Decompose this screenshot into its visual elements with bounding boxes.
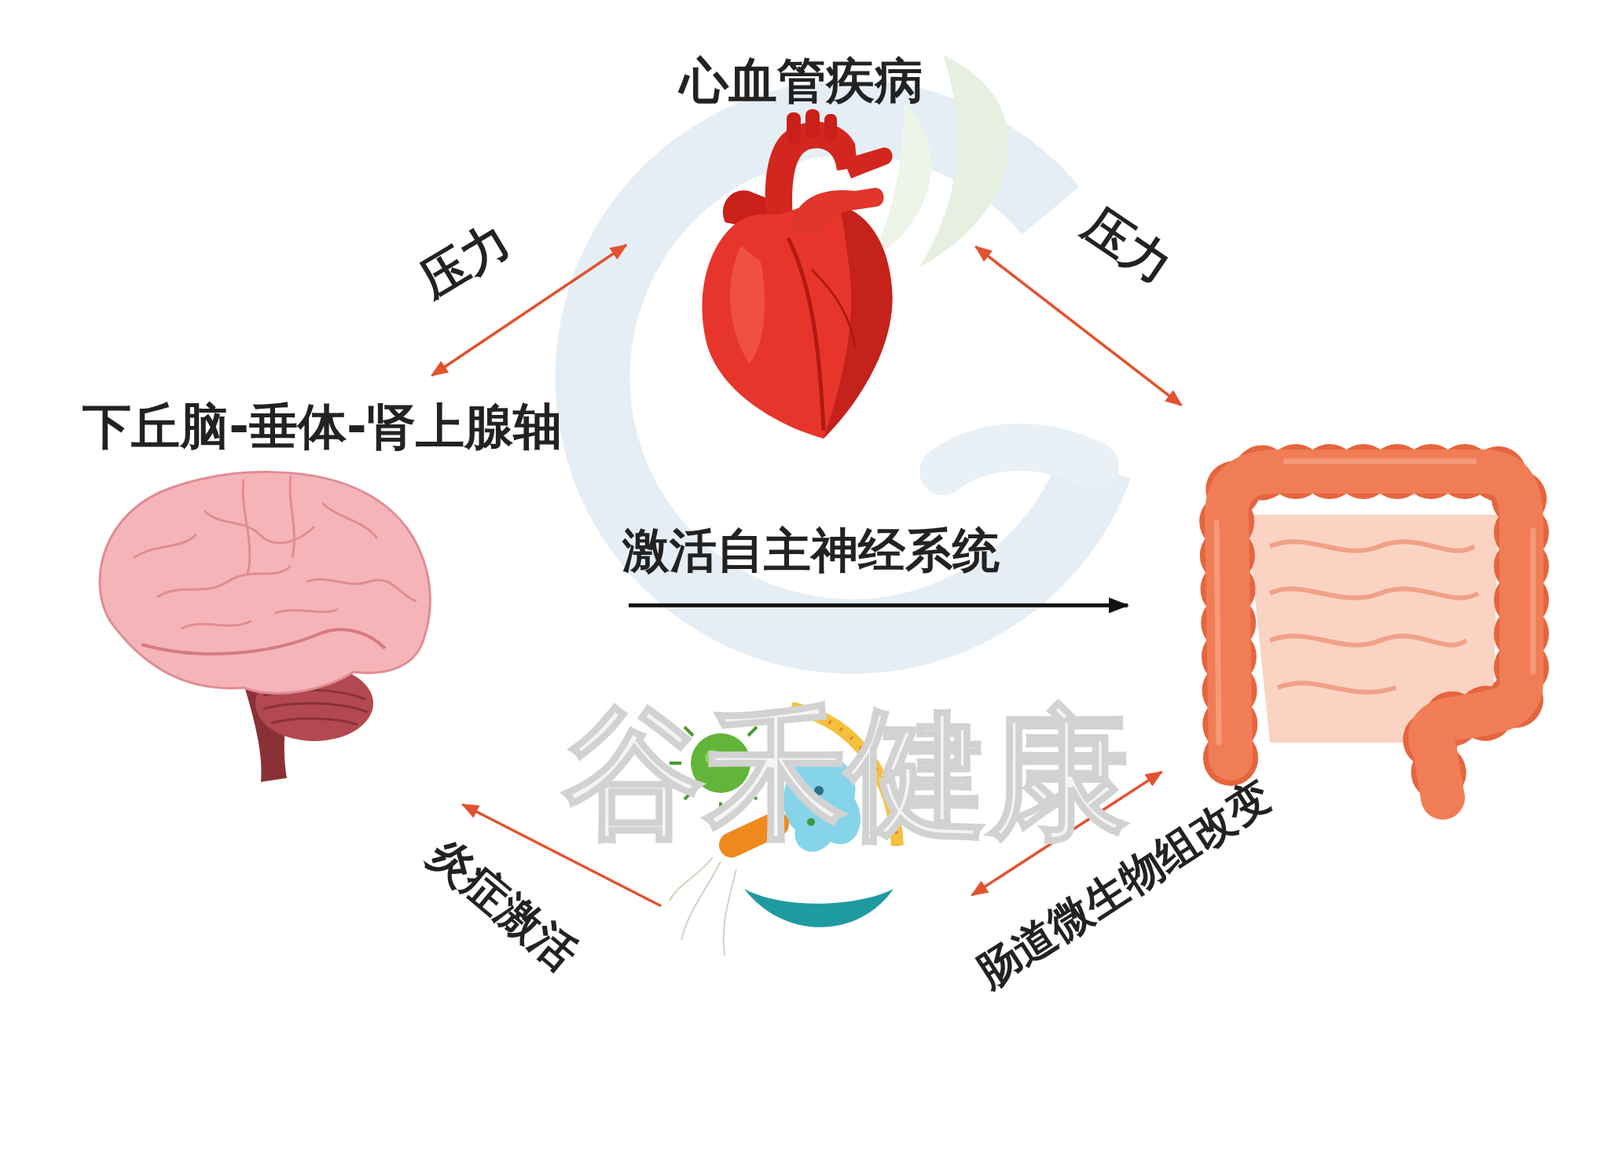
edge-label: 炎症激活 bbox=[419, 828, 586, 979]
drawing-part bbox=[805, 109, 820, 138]
drawing-part bbox=[788, 187, 885, 239]
drawing-part bbox=[263, 689, 368, 725]
drawing-part bbox=[592, 117, 1096, 637]
brain-node: 下丘脑-垂体-肾上腺轴 bbox=[23, 392, 621, 794]
node-heading: 下丘脑-垂体-肾上腺轴 bbox=[23, 392, 621, 456]
connector-arrow bbox=[628, 603, 1128, 608]
drawing-part bbox=[823, 205, 892, 439]
edge-label: 激活自主神经系统 bbox=[622, 524, 1000, 577]
drawing-part bbox=[730, 245, 765, 364]
intestine-illustration bbox=[1216, 461, 1534, 798]
intestine-node bbox=[1174, 424, 1568, 810]
drawing-part bbox=[1226, 471, 1522, 798]
drawing-part bbox=[824, 113, 837, 141]
edge-label: 压力 bbox=[1074, 197, 1182, 294]
drawing-part bbox=[1269, 541, 1479, 693]
brain-illustration bbox=[99, 472, 430, 782]
drawing-part bbox=[1226, 471, 1522, 798]
drawing-part bbox=[943, 447, 1096, 472]
heart-illustration bbox=[701, 109, 892, 439]
drawing-part bbox=[811, 269, 856, 349]
drawing-part bbox=[843, 147, 893, 179]
logo-watermark bbox=[592, 55, 1096, 637]
drawing-part bbox=[242, 475, 294, 574]
drawing-part bbox=[133, 502, 417, 629]
drawing-part bbox=[701, 202, 892, 439]
heart-node: 心血管疾病 bbox=[652, 47, 951, 448]
drawing-part bbox=[788, 238, 824, 431]
drawing-part bbox=[1216, 461, 1534, 743]
drawing-part bbox=[669, 857, 737, 956]
drawing-part bbox=[786, 112, 801, 144]
drawing-part bbox=[919, 55, 1010, 268]
drawing-part bbox=[141, 629, 386, 654]
edge-label: 压力 bbox=[411, 213, 519, 307]
drawing-part bbox=[744, 888, 894, 928]
drawing-part bbox=[872, 102, 932, 260]
drawing-part bbox=[99, 472, 430, 694]
watermark-text: 谷禾健康 bbox=[563, 703, 1130, 845]
node-heading: 心血管疾病 bbox=[652, 47, 951, 111]
